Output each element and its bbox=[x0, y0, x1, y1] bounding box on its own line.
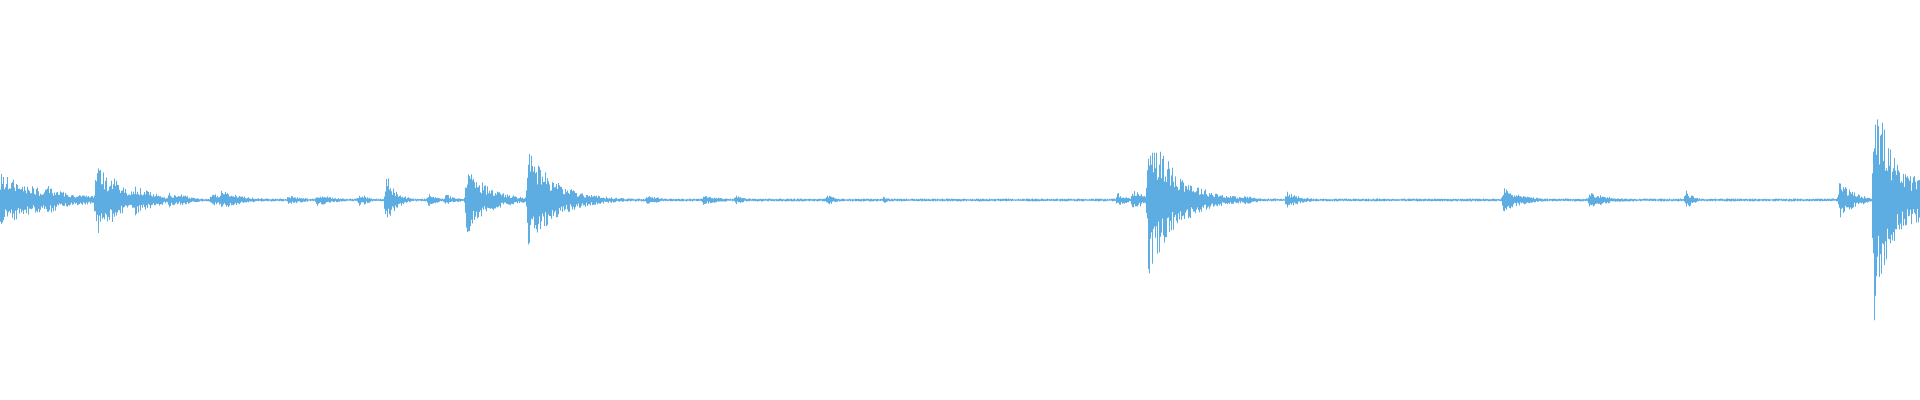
waveform-trace bbox=[0, 119, 1920, 321]
